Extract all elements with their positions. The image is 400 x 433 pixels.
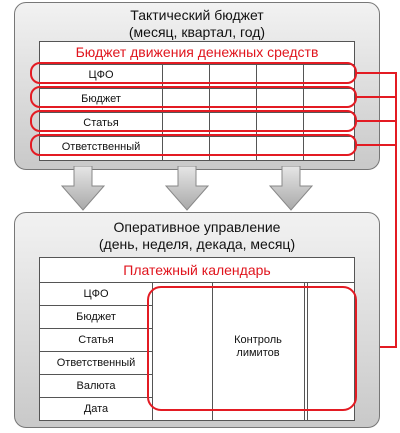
top-row-cfo: ЦФО <box>88 69 114 81</box>
bottom-row-date: Дата <box>83 403 109 415</box>
bottom-row-responsible: Ответственный <box>56 357 136 369</box>
connector-vertical-line <box>395 72 397 348</box>
top-row-highlight-article <box>30 110 357 132</box>
bottom-row-cfo: ЦФО <box>83 288 109 300</box>
top-row-highlight-budget <box>30 86 357 108</box>
payment-calendar-table: Платежный календарь ЦФО Бюджет Статья От… <box>39 257 355 421</box>
top-row-responsible: Ответственный <box>61 141 141 153</box>
limit-control-highlight <box>147 286 357 411</box>
cash-flow-budget-title: Бюджет движения денежных средств <box>75 44 319 60</box>
limit-control-label-line1: Контроль <box>234 334 282 346</box>
connector-line-responsible <box>357 144 397 146</box>
bottom-row-article: Статья <box>78 334 114 346</box>
bottom-row-currency: Валюта <box>76 380 116 392</box>
operational-management-period: (день, неделя, декада, месяц) <box>98 236 296 252</box>
limit-control-label-line2: лимитов <box>236 347 280 359</box>
connector-line-cfo <box>357 72 397 74</box>
limit-control-label: Контроль лимитов <box>212 334 304 360</box>
operational-management-panel: Оперативное управление (день, неделя, де… <box>14 212 380 428</box>
operational-management-title: Оперативное управление <box>113 219 281 235</box>
down-arrow-icon <box>164 166 210 211</box>
connector-line-budget <box>357 96 397 98</box>
top-row-budget: Бюджет <box>81 93 121 105</box>
tactical-budget-title: Тактический бюджет <box>130 7 264 23</box>
tactical-budget-period: (месяц, квартал, год) <box>128 24 266 40</box>
top-row-article: Статья <box>83 117 119 129</box>
bottom-row-budget: Бюджет <box>76 311 116 323</box>
connector-bottom-line <box>364 346 397 348</box>
down-arrow-icon <box>60 166 106 211</box>
connector-line-article <box>357 120 397 122</box>
top-row-highlight-responsible <box>30 134 357 156</box>
down-arrow-icon <box>268 166 314 211</box>
payment-calendar-title: Платежный календарь <box>123 262 271 278</box>
top-row-highlight-cfo <box>30 62 357 84</box>
tactical-budget-panel: Тактический бюджет (месяц, квартал, год)… <box>14 2 380 170</box>
